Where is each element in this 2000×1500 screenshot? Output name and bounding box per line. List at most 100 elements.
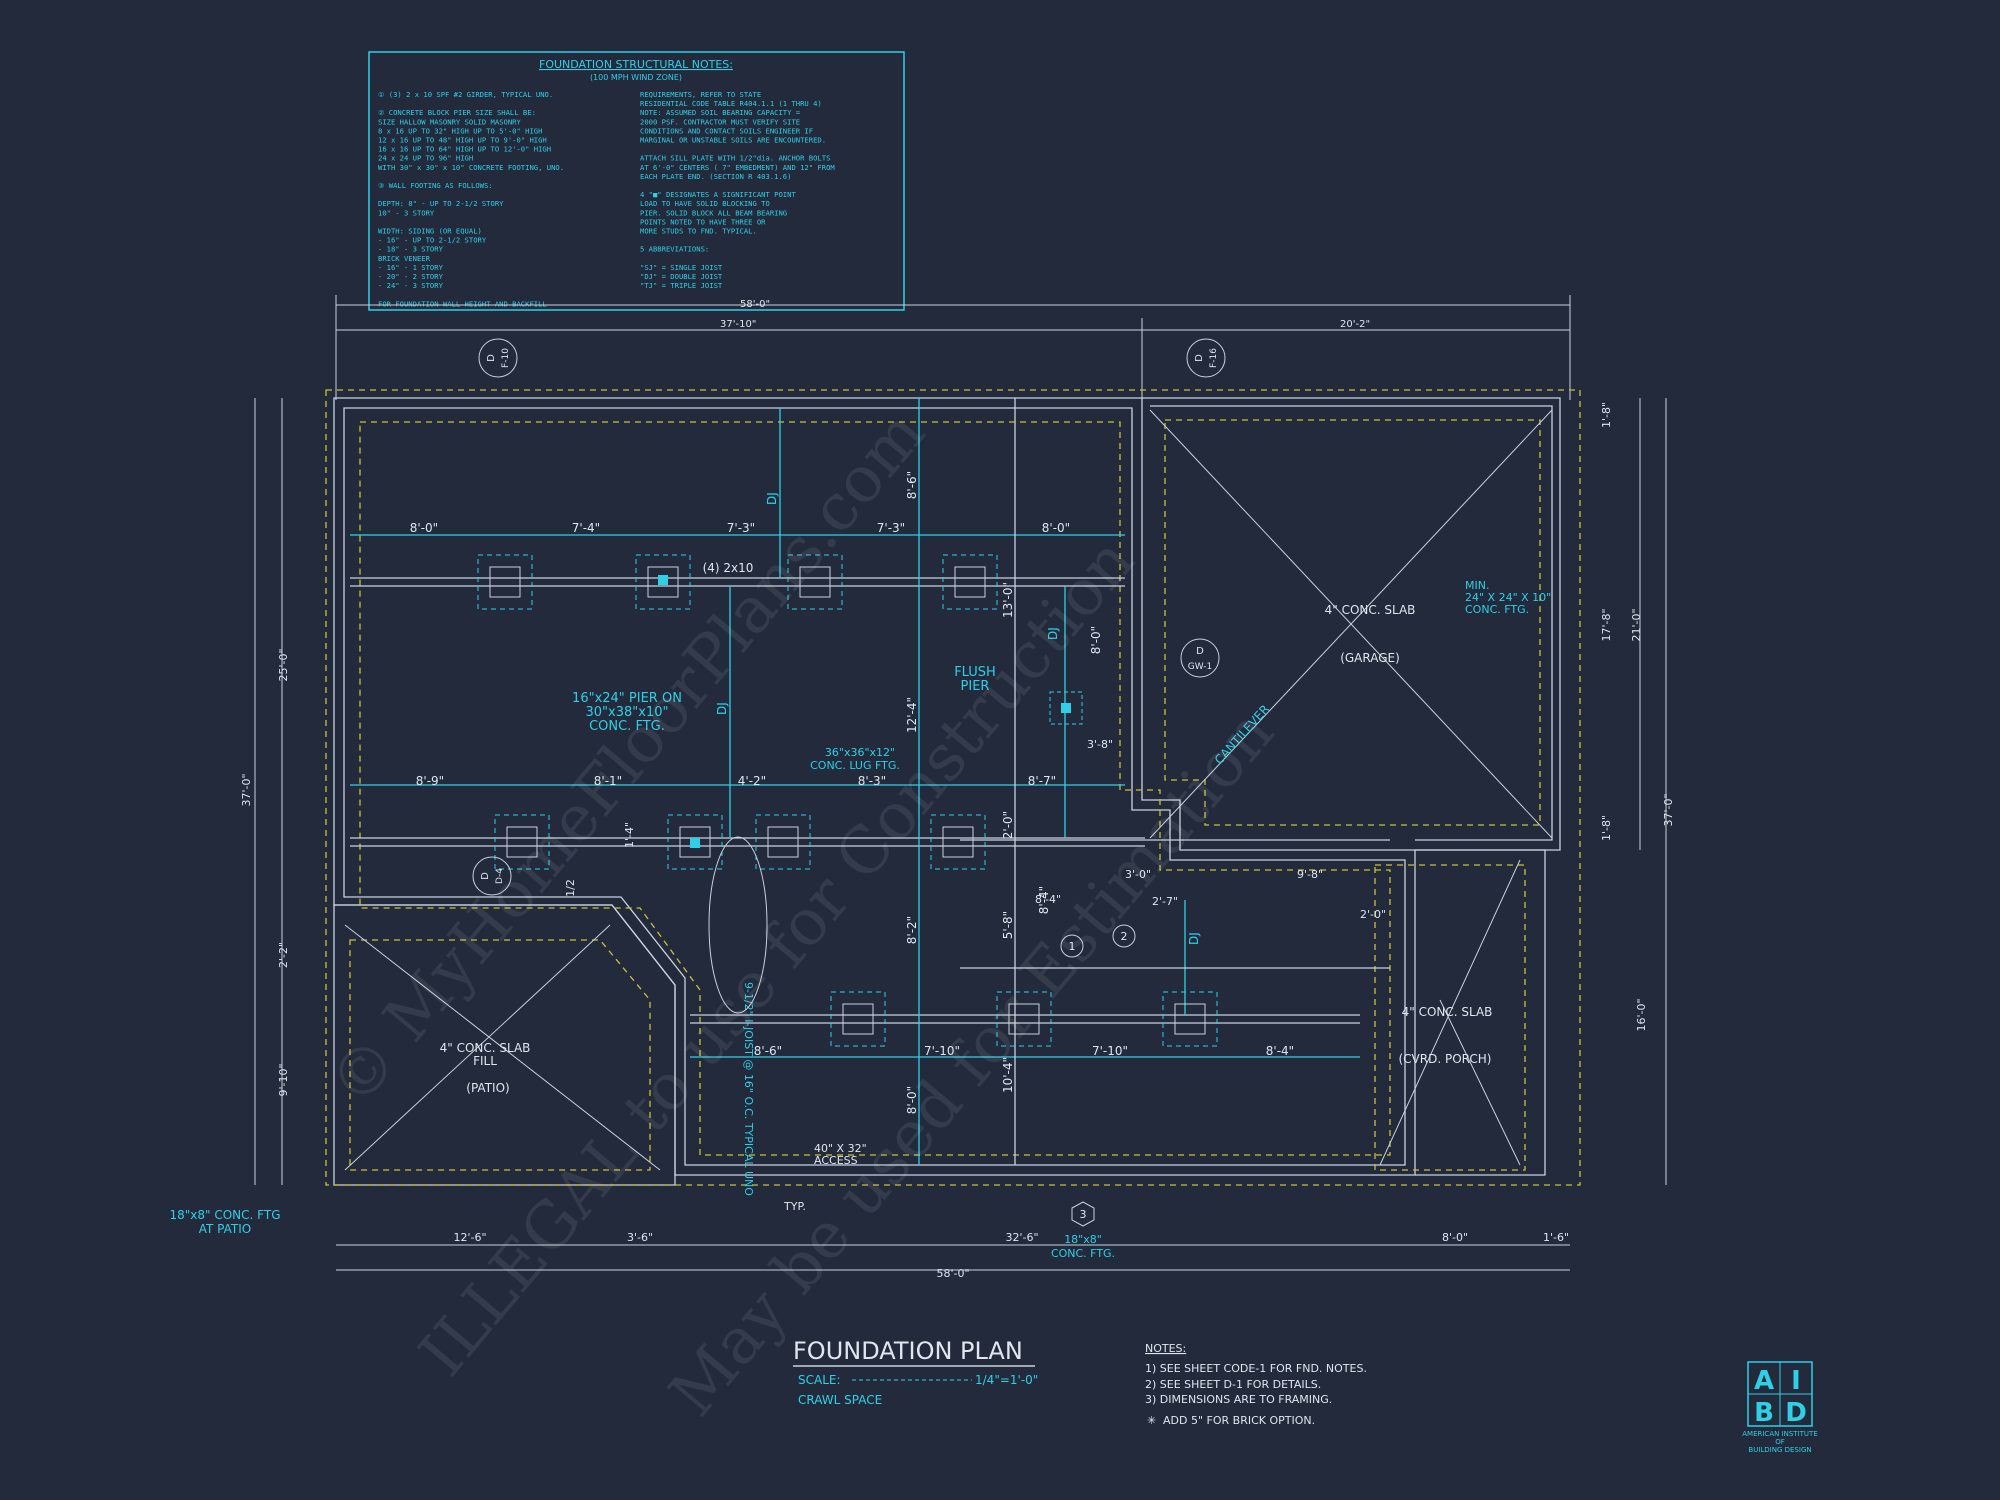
dim-right-overall-bottom: 37'-0" bbox=[1662, 793, 1675, 826]
notes-left-line: 8 x 16 UP TO 32" HIGH UP TO 5'-0" HIGH bbox=[378, 126, 542, 135]
notes-left-line: WIDTH: SIDING (OR EQUAL) bbox=[378, 227, 482, 236]
notes-right-line: PIER. SOLID BLOCK ALL BEAM BEARING bbox=[640, 208, 787, 217]
dim-vertical: 12'-4" bbox=[905, 697, 919, 733]
dim-row3: 7'-10" bbox=[1092, 1044, 1128, 1058]
notes-left-line: 16 x 16 UP TO 64" HIGH UP TO 12'-0" HIGH bbox=[378, 145, 551, 154]
flush-pier bbox=[1049, 691, 1083, 725]
section-tag-top: D bbox=[480, 872, 491, 880]
dim-left-segment: 25'-0" bbox=[277, 648, 290, 681]
notes-right-column: REQUIREMENTS, REFER TO STATERESIDENTIAL … bbox=[640, 90, 835, 290]
flush-pier-line2: PIER bbox=[961, 679, 990, 694]
dj-label-2: DJ bbox=[715, 702, 729, 715]
dim-misc: 2'-7" bbox=[1152, 895, 1178, 908]
note-3: 3) DIMENSIONS ARE TO FRAMING. bbox=[1145, 1393, 1332, 1406]
dim-left-segment: 2'-2" bbox=[277, 942, 290, 968]
logo-line1: AMERICAN INSTITUTE bbox=[1742, 1430, 1818, 1438]
pier bbox=[667, 814, 723, 870]
dj-label-3: DJ bbox=[1046, 627, 1060, 640]
dim-misc: 1/2 bbox=[564, 879, 577, 897]
porch-label: (CVRD. PORCH) bbox=[1399, 1052, 1492, 1066]
notes-left-column: ① (3) 2 x 10 SPF #2 GIRDER, TYPICAL UNO.… bbox=[378, 90, 564, 308]
notes-right-line: NOTE: ASSUMED SOIL BEARING CAPACITY = bbox=[640, 108, 801, 117]
pier bbox=[494, 814, 550, 870]
section-tag: D D-4 bbox=[472, 856, 512, 896]
general-notes: NOTES: 1) SEE SHEET CODE-1 FOR FND. NOTE… bbox=[1145, 1342, 1367, 1427]
notes-left-line: - 16" - 1 STORY bbox=[378, 263, 444, 272]
dim-misc: 1'-4" bbox=[623, 822, 636, 848]
foundation-walls bbox=[325, 389, 1581, 1186]
dim-row2: 8'-7" bbox=[1028, 774, 1056, 788]
asterisk-icon: ✳ bbox=[1147, 1414, 1156, 1427]
callout-1: 1 bbox=[1069, 940, 1076, 953]
pier bbox=[635, 554, 691, 610]
notes-box-title: FOUNDATION STRUCTURAL NOTES: bbox=[539, 58, 733, 71]
section-tag-bottom: D-4 bbox=[495, 868, 505, 884]
dim-right-segment: 16'-0" bbox=[1635, 998, 1648, 1031]
section-tag: D F-10 bbox=[478, 338, 518, 378]
dim-vertical: 8'-6" bbox=[905, 471, 919, 499]
conc-ftg-line1: 18"x8" bbox=[1064, 1233, 1102, 1246]
dim-misc: 2'-0" bbox=[1360, 908, 1386, 921]
access-line1: 40" X 32" bbox=[814, 1142, 867, 1155]
pier bbox=[830, 991, 886, 1047]
dim-bottom-segment: 3'-6" bbox=[627, 1231, 653, 1244]
pier bbox=[942, 554, 998, 610]
notes-right-line: RESIDENTIAL CODE TABLE R404.1.1 (1 THRU … bbox=[640, 99, 822, 108]
notes-right-line: 4 "■" DESIGNATES A SIGNIFICANT POINT bbox=[640, 190, 796, 199]
dim-misc: 3'-0" bbox=[1125, 868, 1151, 881]
dim-bottom-segment: 12'-6" bbox=[453, 1231, 486, 1244]
section-tag-top: D bbox=[486, 354, 497, 362]
dim-vertical: 8'-0" bbox=[905, 1086, 919, 1114]
dim-row1: 8'-0" bbox=[1042, 521, 1070, 535]
garage-label: (GARAGE) bbox=[1340, 651, 1400, 665]
point-load-marker bbox=[658, 575, 668, 585]
notes-left-line: BRICK VENEER bbox=[378, 254, 431, 263]
typ-label: TYP. bbox=[783, 1200, 806, 1213]
pier-note-line2: 30"x38"x10" bbox=[586, 705, 669, 720]
dim-vertical: 10'-4" bbox=[1001, 1057, 1015, 1093]
patio-ftg-line1: 18"x8" CONC. FTG bbox=[170, 1208, 281, 1222]
notes-left-line: 12 x 16 UP TO 48" HIGH UP TO 9'-0" HIGH bbox=[378, 136, 547, 145]
section-tag: DGW-1 bbox=[1180, 638, 1220, 678]
structural-notes-box: FOUNDATION STRUCTURAL NOTES: (100 MPH WI… bbox=[368, 51, 905, 311]
notes-right-line: LOAD TO HAVE SOLID BLOCKING TO bbox=[640, 199, 770, 208]
section-tag-bottom: F-10 bbox=[501, 348, 511, 368]
notes-left-line: - 16" - UP TO 2-1/2 STORY bbox=[378, 236, 487, 245]
plan-title: FOUNDATION PLAN bbox=[793, 1337, 1023, 1365]
notes-right-line: REQUIREMENTS, REFER TO STATE bbox=[640, 90, 761, 99]
dim-row1: 8'-0" bbox=[410, 521, 438, 535]
dim-row1: 7'-3" bbox=[877, 521, 905, 535]
dim-vertical: 2'-0" bbox=[1001, 811, 1015, 839]
girder-label: (4) 2x10 bbox=[703, 561, 754, 575]
pier bbox=[930, 814, 986, 870]
dim-vertical: 8'-0" bbox=[1089, 626, 1103, 654]
title-block: FOUNDATION PLAN SCALE: 1/4"=1'-0" CRAWL … bbox=[793, 1337, 1038, 1407]
note-2: 2) SEE SHEET D-1 FOR DETAILS. bbox=[1145, 1378, 1321, 1391]
outer-dimension-lines bbox=[254, 398, 1667, 1271]
garage-ftg-line2: 24" X 24" X 10" bbox=[1465, 591, 1551, 604]
dim-right-overall-top: 21'-0" bbox=[1630, 608, 1643, 641]
flush-pier-line1: FLUSH bbox=[954, 665, 996, 680]
dim-top-overall: 58'-0" bbox=[740, 299, 770, 310]
notes-right-line: "SJ" = SINGLE JOIST bbox=[640, 263, 723, 272]
notes-left-line: ③ WALL FOOTING AS FOLLOWS: bbox=[378, 181, 493, 190]
notes-right-line: MARGINAL OR UNSTABLE SOILS ARE ENCOUNTER… bbox=[640, 136, 826, 145]
notes-left-line: WITH 30" x 30" x 10" CONCRETE FOOTING, U… bbox=[378, 163, 564, 172]
aibd-logo: A I B D AMERICAN INSTITUTE OF BUILDING D… bbox=[1742, 1361, 1818, 1454]
garage-slab-label: 4" CONC. SLAB bbox=[1325, 603, 1416, 617]
logo-letter-b: B bbox=[1754, 1398, 1774, 1428]
notes-left-line: - 24" - 3 STORY bbox=[378, 281, 444, 290]
notes-right-line: EACH PLATE END. (SECTION R 403.1.6) bbox=[640, 172, 791, 181]
dim-row2: 4'-2" bbox=[738, 774, 766, 788]
callout-2: 2 bbox=[1121, 930, 1128, 943]
garage-ftg-line3: CONC. FTG. bbox=[1465, 603, 1529, 616]
logo-line3: BUILDING DESIGN bbox=[1748, 1446, 1811, 1454]
notes-right-line: 2000 PSF. CONTRACTOR MUST VERIFY SITE bbox=[640, 117, 800, 126]
logo-letter-i: I bbox=[1791, 1366, 1801, 1396]
pier-note-line3: CONC. FTG. bbox=[589, 719, 665, 734]
notes-left-line: 24 x 24 UP TO 96" HIGH bbox=[378, 154, 473, 163]
dim-top-left: 37'-10" bbox=[720, 319, 756, 330]
dim-right-segment: 1'-8" bbox=[1600, 402, 1613, 428]
